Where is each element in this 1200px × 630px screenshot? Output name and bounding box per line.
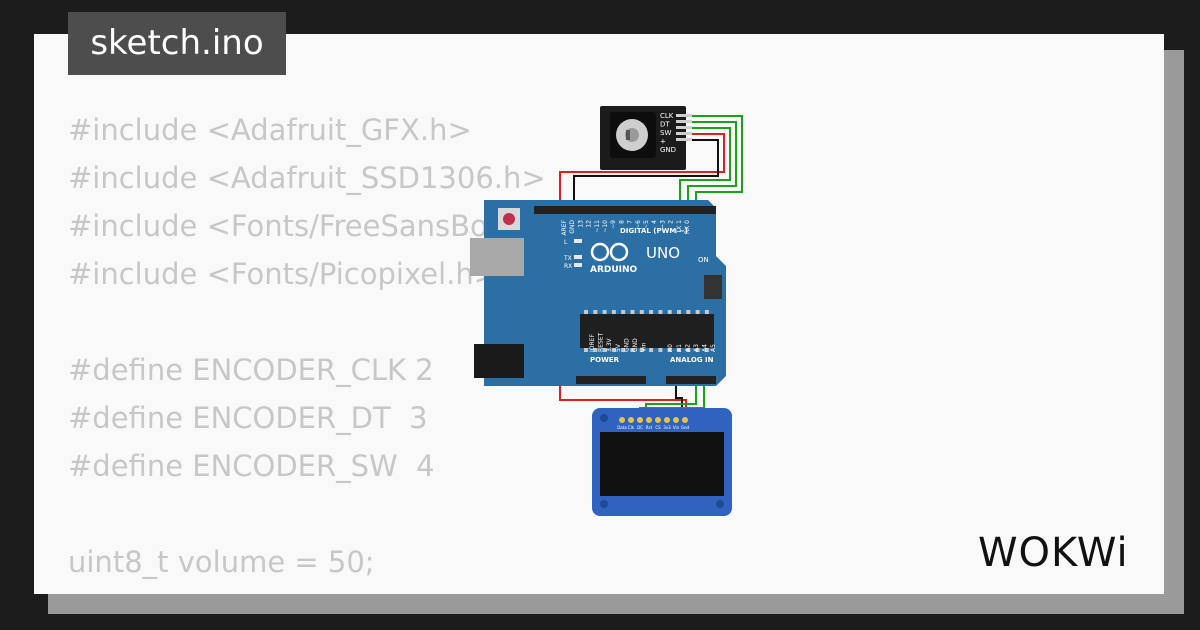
encoder-pin[interactable] xyxy=(676,138,692,141)
wire-vcc xyxy=(559,133,725,416)
encoder-pin-label: + xyxy=(660,138,666,146)
file-tab-label: sketch.ino xyxy=(90,23,264,63)
oled-pin-label: 3v3 xyxy=(663,425,671,430)
analog-label: ANALOG IN xyxy=(670,356,714,364)
bottom-pin-label: A0 xyxy=(667,344,674,352)
usb-port[interactable] xyxy=(470,238,524,276)
on-led-label: ON xyxy=(698,256,709,264)
bottom-pin-label: RESET xyxy=(598,332,605,352)
code-line: #include <Fonts/Picopixel.h> xyxy=(68,257,499,291)
bottom-pin-label: GND xyxy=(623,338,630,352)
code-line: #include <Adafruit_SSD1306.h> xyxy=(68,161,546,195)
top-pin-label: 8 xyxy=(618,220,625,224)
encoder-pin[interactable] xyxy=(676,120,692,123)
status-led xyxy=(574,263,582,267)
encoder-pin-label: SW xyxy=(660,129,671,137)
encoder-pin-label: CLK xyxy=(660,112,674,120)
oled-pin[interactable] xyxy=(646,417,652,423)
bottom-pin-label: 3.3V xyxy=(606,337,613,352)
encoder-pin[interactable] xyxy=(676,132,692,135)
top-pin-label: 2 xyxy=(668,220,675,224)
bottom-pin-label: A1 xyxy=(676,344,683,352)
top-pin-label: ~10 xyxy=(602,220,609,233)
oled-pin-label: Gnd xyxy=(681,425,690,430)
encoder-pin-label: DT xyxy=(660,121,670,129)
top-pin-label: RX 0 xyxy=(684,220,691,234)
top-pin-label: ~11 xyxy=(594,220,601,233)
oled-pin-label: Vin xyxy=(673,425,680,430)
atmega-chip xyxy=(580,314,714,348)
oled-pin-label: DC xyxy=(637,425,643,430)
led-label: L xyxy=(564,239,568,246)
code-line: #define ENCODER_SW 4 xyxy=(68,449,435,483)
status-led xyxy=(574,255,582,259)
board-model: UNO xyxy=(646,244,680,262)
oled-pin[interactable] xyxy=(655,417,661,423)
oled-pin-label: Clk xyxy=(628,425,635,430)
oled-pin[interactable] xyxy=(673,417,679,423)
code-line: uint8_t volume = 50; xyxy=(68,545,375,579)
code-line: #include <Adafruit_GFX.h> xyxy=(68,113,472,147)
bottom-pin-label: A2 xyxy=(684,344,691,352)
oled-pin[interactable] xyxy=(637,417,643,423)
top-pin-label: ~6 xyxy=(635,220,642,229)
bottom-pin-label: Vin xyxy=(641,342,648,352)
board-brand: ARDUINO xyxy=(590,265,638,275)
bottom-pin-label: IOREF xyxy=(589,334,596,352)
power-jack[interactable] xyxy=(474,344,524,378)
led-label: TX xyxy=(563,255,572,262)
oled-pin[interactable] xyxy=(628,417,634,423)
oled-pin-label: CS xyxy=(655,425,661,430)
oled-pin[interactable] xyxy=(664,417,670,423)
oled-pin-label: Rst xyxy=(646,425,653,430)
digital-label: DIGITAL (PWM ~) xyxy=(620,227,688,235)
status-led xyxy=(574,239,582,243)
oled-pin[interactable] xyxy=(619,417,625,423)
oled-pin[interactable] xyxy=(682,417,688,423)
top-pin-label: 4 xyxy=(651,220,658,224)
top-pin-label: 13 xyxy=(577,220,584,228)
wokwi-logo[interactable]: WOKWi xyxy=(976,526,1152,582)
wire-sw xyxy=(679,127,731,210)
code-line: #define ENCODER_CLK 2 xyxy=(68,353,434,387)
bottom-pin-label: 5V xyxy=(615,343,622,352)
bottom-pin-label: A5 xyxy=(710,344,717,352)
top-pin-label: 7 xyxy=(627,220,634,224)
code-preview: #include <Adafruit_GFX.h> #include <Adafr… xyxy=(68,106,651,594)
wire-gnd xyxy=(573,139,719,210)
top-pin-label: TX 1 xyxy=(676,220,683,235)
top-pin-label: ~3 xyxy=(659,220,666,229)
icsp-header xyxy=(704,275,722,299)
top-pin-label: AREF xyxy=(561,219,568,235)
code-line: uint8_t bass = 25; xyxy=(68,586,651,594)
bottom-pin-label: GND xyxy=(632,338,639,352)
oled-pin-label: Data xyxy=(617,425,627,430)
file-tab[interactable]: sketch.ino xyxy=(68,12,286,75)
top-pin-label: GND xyxy=(569,220,576,234)
power-label: POWER xyxy=(590,356,620,364)
top-pin-label: 12 xyxy=(586,220,593,228)
bottom-pin-label: A4 xyxy=(702,344,709,352)
encoder-pin[interactable] xyxy=(676,126,692,129)
arduino-uno[interactable]: DIGITAL (PWM ~) POWER ANALOG IN ON UNO A… xyxy=(470,200,726,386)
bottom-pin-label: A3 xyxy=(693,344,700,352)
wokwi-logo-text: WOKWi xyxy=(978,530,1129,576)
led-label: RX xyxy=(564,263,572,270)
encoder-pin[interactable] xyxy=(676,114,692,117)
top-pin-label: ~9 xyxy=(610,220,617,229)
top-pin-label: ~5 xyxy=(643,220,650,229)
wire-clk xyxy=(692,115,743,210)
encoder-pin-label: GND xyxy=(660,146,676,154)
infinity-logo-icon xyxy=(590,242,629,262)
code-line: #define ENCODER_DT 3 xyxy=(68,401,428,435)
wire-dt xyxy=(687,121,737,210)
